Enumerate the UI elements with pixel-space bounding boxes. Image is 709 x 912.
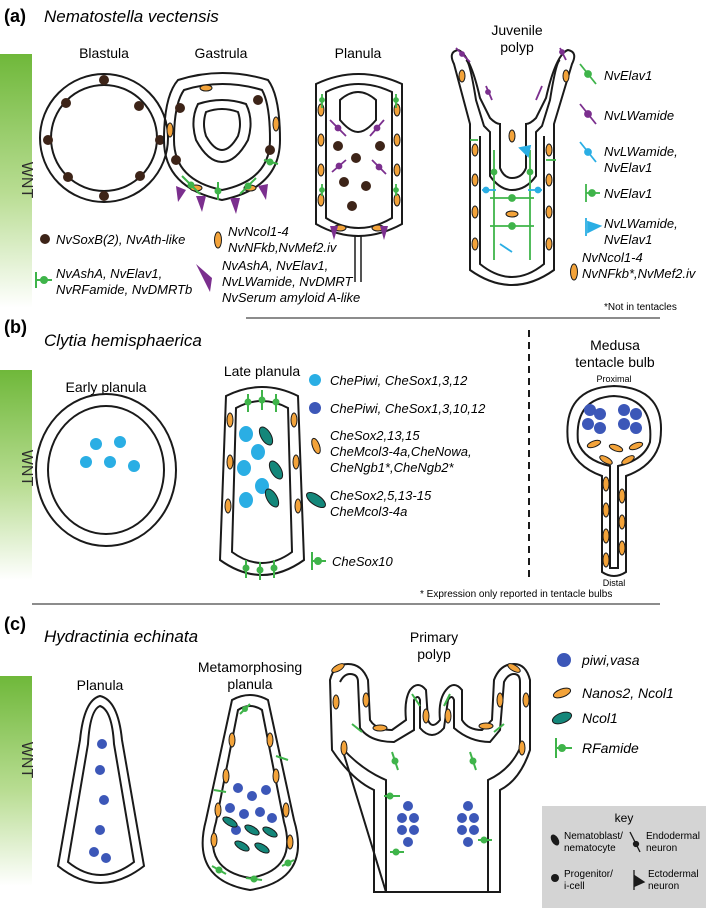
panel-a-species: Nematostella vectensis <box>44 7 219 26</box>
juvenile-polyp-diagram <box>450 47 576 286</box>
panel-a: (a) Nematostella vectensis WNT Blastula … <box>0 6 697 319</box>
legend-left-a: NvSoxB(2), NvAth-like NvNcol1-4 NvNFkb,N… <box>35 224 360 305</box>
stage-planula-a: Planula <box>335 45 382 61</box>
wnt-gradient-bar-c <box>0 676 32 886</box>
legend-swatch-purple-neuron-a <box>196 264 212 292</box>
legend-swatch-green-neuron-a <box>35 272 52 288</box>
legend-swatch-brown <box>40 234 50 244</box>
legend-swatch-elav-2 <box>585 184 600 202</box>
legend-a-3: NvAshA, NvElav1, NvLWamide, NvDMRT NvSer… <box>222 258 360 305</box>
panel-c-letter: (c) <box>4 614 26 634</box>
legend-a-r2: NvLWamide, NvElav1 <box>604 144 681 175</box>
key-title: key <box>615 811 634 825</box>
legend-swatch-teal <box>306 491 326 509</box>
wnt-gradient-bar-b <box>0 370 32 580</box>
metamorphosing-planula-diagram <box>201 694 299 892</box>
legend-a-1: NvNcol1-4 NvNFkb,NvMef2.iv <box>228 224 338 255</box>
legend-b-2: CheSox2,13,15 CheMcol3-4a,CheNowa, CheNg… <box>330 428 475 475</box>
legend-a-r4: NvLWamide, NvElav1 <box>604 216 681 247</box>
early-planula-diagram <box>35 393 177 547</box>
legend-c-2: Ncol1 <box>582 710 618 726</box>
medusa-line2: tentacle bulb <box>575 354 655 370</box>
key-endodermal-icon <box>629 831 641 853</box>
tentacle-bulb-diagram: Proximal Distal <box>566 374 662 588</box>
juvenile-polyp-line2: polyp <box>500 39 534 55</box>
wnt-label-c: WNT <box>18 742 35 779</box>
meta-line1: Metamorphosing <box>198 659 302 675</box>
legend-b-3: CheSox2,5,13-15 CheMcol3-4a <box>330 488 435 519</box>
legend-b: ChePiwi, CheSox1,3,12 ChePiwi, CheSox1,3… <box>306 373 486 570</box>
legend-swatch-orange <box>214 231 222 249</box>
panel-a-letter: (a) <box>4 6 26 26</box>
legend-a-r5: NvNcol1-4 NvNFkb*,NvMef2.iv <box>582 250 697 281</box>
legend-swatch-orange-c <box>552 687 572 699</box>
legend-a-0: NvSoxB(2), NvAth-like <box>56 232 185 247</box>
stage-late-planula: Late planula <box>224 363 301 379</box>
blastula-diagram <box>39 73 169 203</box>
legend-a-r1: NvLWamide <box>604 108 674 123</box>
legend-c-0: piwi,vasa <box>581 652 640 668</box>
planula-c-diagram <box>56 694 146 884</box>
legend-a-r3: NvElav1 <box>604 186 652 201</box>
meta-line2: planula <box>227 676 272 692</box>
key-nematoblast-icon <box>550 834 560 846</box>
panel-c-species: Hydractinia echinata <box>44 627 198 646</box>
primary-polyp-diagram <box>328 662 531 893</box>
distal-label: Distal <box>603 578 626 588</box>
legend-swatch-cyan <box>309 374 321 386</box>
legend-swatch-lwamide-elav-1 <box>579 141 597 163</box>
legend-swatch-lwamide-elav-2 <box>585 218 603 236</box>
legend-c-1: Nanos2, Ncol1 <box>582 685 674 701</box>
late-planula-diagram <box>218 386 306 580</box>
legend-swatch-green-neuron-c <box>555 738 572 758</box>
legend-c-3: RFamide <box>582 740 639 756</box>
legend-swatch-green-neuron-b <box>311 552 326 570</box>
primary-line2: polyp <box>417 646 451 662</box>
wnt-label-b: WNT <box>18 450 35 487</box>
key-nematoblast-label: Nematoblast/ nematocyte <box>564 831 626 854</box>
legend-swatch-blue-c <box>557 653 571 667</box>
legend-b-1: ChePiwi, CheSox1,3,10,12 <box>330 401 486 416</box>
medusa-line1: Medusa <box>590 337 640 353</box>
key-progenitor-label: Progenitor/ i-cell <box>564 869 616 892</box>
footnote-a: *Not in tentacles <box>604 302 677 313</box>
stage-gastrula: Gastrula <box>195 45 248 61</box>
legend-b-4: CheSox10 <box>332 554 393 569</box>
key-endodermal-label: Endodermal neuron <box>646 831 703 854</box>
proximal-label: Proximal <box>596 374 631 384</box>
juvenile-polyp-line1: Juvenile <box>491 22 543 38</box>
panel-b: (b) Clytia hemisphaerica WNT Early planu… <box>0 317 662 605</box>
legend-b-0: ChePiwi, CheSox1,3,12 <box>330 373 468 388</box>
stage-planula-c: Planula <box>77 677 124 693</box>
key-progenitor-icon <box>551 874 559 882</box>
panel-c: (c) Hydractinia echinata WNT Planula Met… <box>0 614 706 908</box>
legend-swatch-orange-b <box>311 437 321 455</box>
legend-swatch-teal-c <box>551 711 573 725</box>
wnt-gradient-bar-a <box>0 54 32 308</box>
legend-a-r0: NvElav1 <box>604 68 652 83</box>
legend-c: piwi,vasa Nanos2, Ncol1 Ncol1 RFamide <box>551 652 674 758</box>
key-ectodermal-icon <box>633 870 646 890</box>
gastrula-diagram <box>162 72 282 214</box>
legend-swatch-orange-right <box>570 263 578 281</box>
legend-a-2: NvAshA, NvElav1, NvRFamide, NvDMRTb <box>56 266 192 297</box>
key-box: key Nematoblast/ nematocyte Endodermal n… <box>542 806 706 908</box>
legend-swatch-blue <box>309 402 321 414</box>
stage-early-planula: Early planula <box>66 379 147 395</box>
footnote-b: * Expression only reported in tentacle b… <box>420 589 612 600</box>
legend-right-a: NvElav1 NvLWamide NvLWamide, NvElav1 NvE… <box>570 63 697 313</box>
panel-b-letter: (b) <box>4 317 27 337</box>
primary-line1: Primary <box>410 629 458 645</box>
wnt-label-a: WNT <box>18 162 35 199</box>
panel-b-species: Clytia hemisphaerica <box>44 331 202 350</box>
key-ectodermal-label: Ectodermal neuron <box>648 869 701 892</box>
legend-swatch-lwamide <box>579 103 597 125</box>
stage-blastula: Blastula <box>79 45 129 61</box>
planula-a-diagram <box>315 73 403 282</box>
legend-swatch-elav-1 <box>579 63 597 85</box>
